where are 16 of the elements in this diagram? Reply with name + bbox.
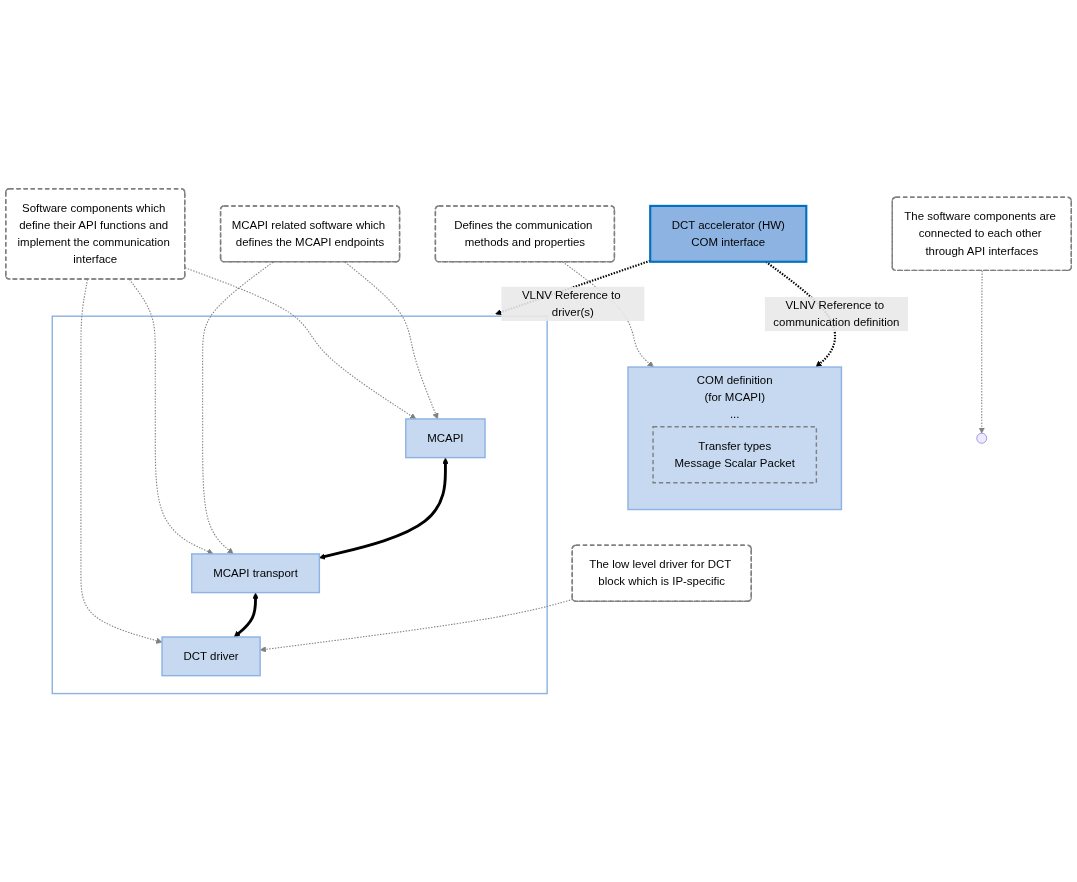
edge-label: VLNV Reference to driver(s): [521, 288, 621, 319]
node-box: DCT accelerator (HW) COM interface: [649, 204, 808, 263]
arrow: [184, 267, 417, 420]
arrow: [978, 270, 985, 434]
edge-label: VLNV Reference to communication definition: [773, 298, 900, 329]
node-box: MCAPI transport: [191, 553, 321, 594]
arrow: [128, 278, 214, 555]
node-box: DCT driver: [161, 636, 261, 677]
arrow: [344, 261, 439, 420]
node-box: MCAPI: [405, 418, 486, 459]
node-box: Transfer types Message Scalar Packet: [652, 425, 818, 484]
arrow: [233, 592, 259, 638]
arrow: [319, 457, 449, 560]
arrow: [202, 261, 274, 555]
arrow: [80, 278, 163, 644]
cluster: [51, 315, 548, 695]
